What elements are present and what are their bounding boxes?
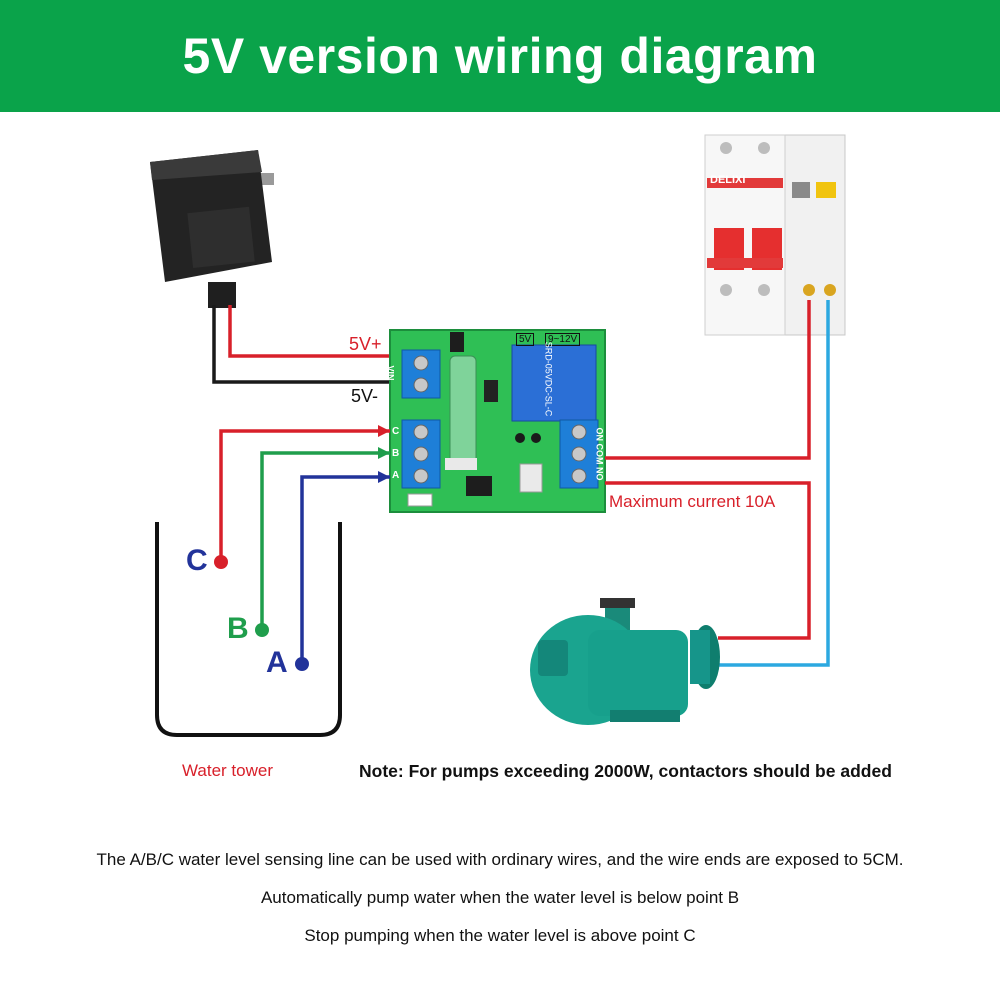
water-pump <box>530 598 720 725</box>
probe-c-dot <box>214 555 228 569</box>
probe-a-label: A <box>266 646 288 679</box>
board-cba-c: C <box>392 426 400 437</box>
probe-b-wire <box>260 451 390 628</box>
page-title: 5V version wiring diagram <box>182 28 818 84</box>
board-cba-b: B <box>392 448 400 459</box>
water-tower-label: Water tower <box>182 761 274 780</box>
label-5v-minus: 5V- <box>351 386 379 406</box>
circuit-breaker <box>704 134 846 336</box>
water-tower <box>155 522 342 737</box>
board-mode-5v: 5V <box>516 333 535 346</box>
probe-c-label: C <box>186 544 208 577</box>
pump-blue-wire <box>718 300 830 667</box>
pump-note: Note: For pumps exceeding 2000W, contact… <box>359 761 892 781</box>
board-vin-label: VIN <box>385 365 396 381</box>
title-banner: 5V version wiring diagram <box>0 0 1000 112</box>
instruction-line: The A/B/C water level sensing line can b… <box>96 850 904 869</box>
instruction-line: Automatically pump water when the water … <box>260 888 740 907</box>
probe-c-arrow <box>378 425 390 437</box>
instructions: The A/B/C water level sensing line can b… <box>0 848 1000 962</box>
probe-a-arrow <box>378 471 390 483</box>
control-board <box>389 329 606 513</box>
relay-text: SRD-05VDC-SL-C <box>543 341 554 417</box>
probe-c-wire <box>219 429 390 560</box>
pump-red-wire <box>605 481 811 640</box>
probe-a-dot <box>295 657 309 671</box>
board-out-label: ON COM NO <box>594 427 605 481</box>
label-5v-plus: 5V+ <box>349 334 382 354</box>
instruction-line: Stop pumping when the water level is abo… <box>304 926 696 945</box>
board-cba-a: A <box>392 470 400 481</box>
probe-a-wire <box>300 475 390 662</box>
max-current-label: Maximum current 10A <box>609 492 776 511</box>
board-mode-12v: 9~12V <box>545 333 581 346</box>
wiring-diagram <box>150 134 846 737</box>
probe-b-dot <box>255 623 269 637</box>
adapter-black-wire <box>212 305 390 384</box>
adapter-red-wire <box>228 305 390 358</box>
probe-b-arrow <box>378 447 390 459</box>
power-adapter <box>150 150 274 308</box>
output-red-wire <box>605 300 811 460</box>
probe-b-label: B <box>227 612 249 645</box>
breaker-brand: DELIXI <box>710 174 746 186</box>
